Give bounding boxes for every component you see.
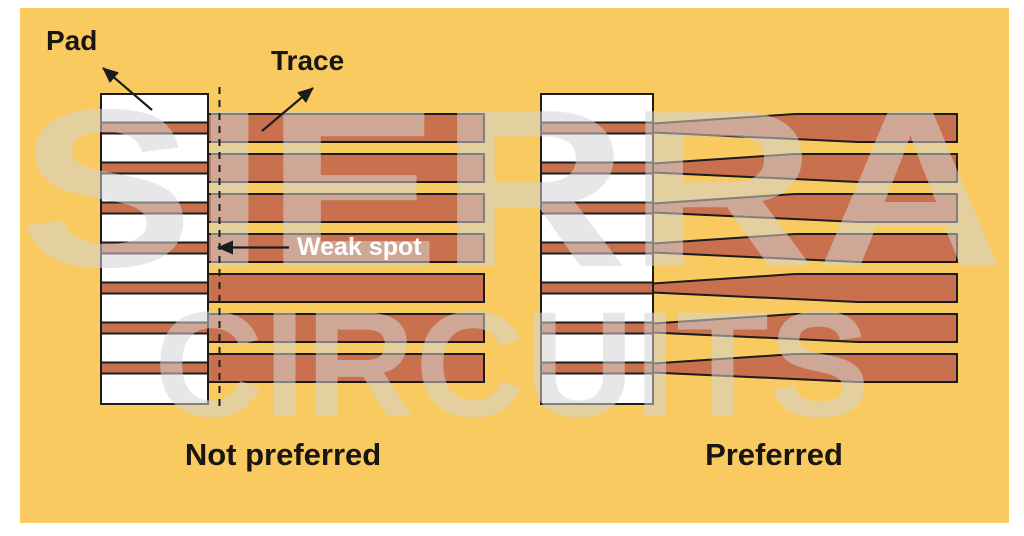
- pad-callout-arrow: [102, 67, 153, 111]
- wide-trace-tapered: [652, 193, 958, 223]
- wide-trace-abrupt: [207, 313, 485, 343]
- weak-spot-label: Weak spot: [297, 233, 422, 261]
- wide-trace-tapered: [652, 313, 958, 343]
- watermark-line1: SIERRA: [20, 62, 1005, 314]
- wide-trace-tapered: [652, 153, 958, 183]
- wide-trace-abrupt: [207, 353, 485, 383]
- pad-label: Pad: [46, 25, 98, 56]
- watermark-line2: CIRCUITS: [154, 280, 870, 448]
- caption-not-preferred: Not preferred: [184, 437, 382, 472]
- wide-trace-abrupt: [207, 193, 485, 223]
- wide-trace-tapered: [652, 273, 958, 303]
- not-preferred-diagram: [100, 93, 485, 405]
- trace-label: Trace: [271, 45, 345, 76]
- wide-trace-tapered: [652, 233, 958, 263]
- wide-trace-abrupt: [207, 273, 485, 303]
- wide-trace-tapered: [652, 353, 958, 383]
- wide-trace-tapered: [652, 113, 958, 143]
- wide-trace-abrupt: [207, 153, 485, 183]
- trace-callout-arrow: [261, 87, 314, 132]
- wide-trace-abrupt: [207, 113, 485, 143]
- caption-preferred: Preferred: [705, 437, 843, 472]
- preferred-diagram: [540, 93, 958, 405]
